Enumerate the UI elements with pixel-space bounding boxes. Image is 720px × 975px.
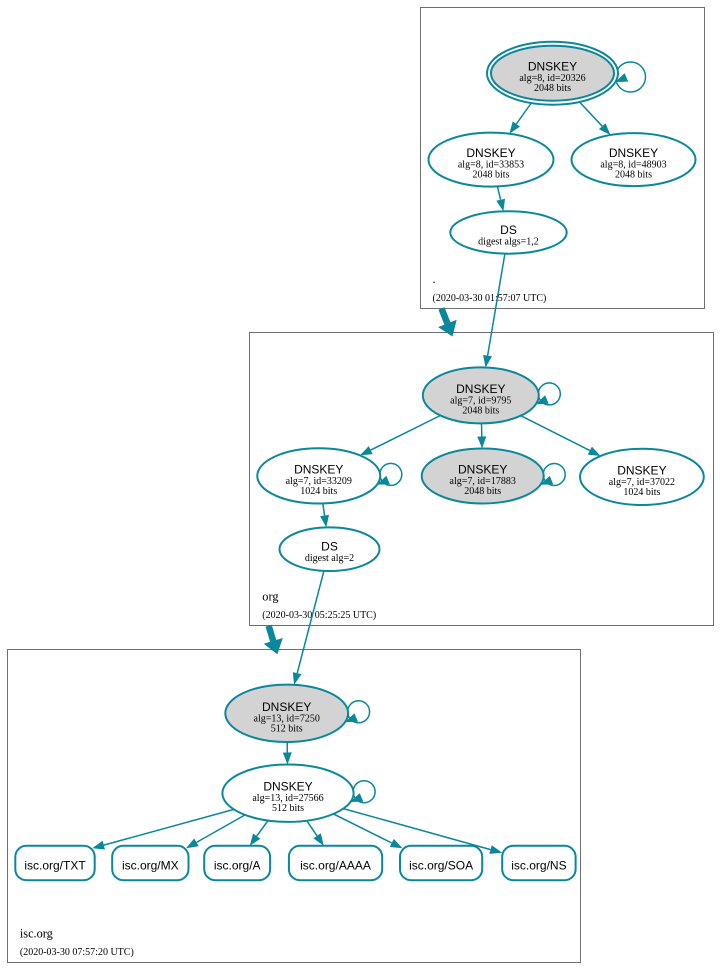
svg-text:digest alg=2: digest alg=2 (305, 553, 354, 564)
svg-text:(2020-03-30 07:57:20 UTC): (2020-03-30 07:57:20 UTC) (20, 947, 134, 958)
svg-text:1024 bits: 1024 bits (623, 487, 660, 498)
svg-text:isc.org/SOA: isc.org/SOA (409, 859, 473, 873)
svg-text:512 bits: 512 bits (272, 803, 304, 814)
svg-text:2048 bits: 2048 bits (615, 170, 652, 181)
svg-text:DNSKEY: DNSKEY (528, 60, 577, 74)
svg-text:DNSKEY: DNSKEY (609, 146, 658, 160)
svg-text:DNSKEY: DNSKEY (466, 146, 515, 160)
svg-text:2048 bits: 2048 bits (534, 83, 571, 94)
svg-text:2048 bits: 2048 bits (473, 170, 510, 181)
svg-text:isc.org/TXT: isc.org/TXT (24, 859, 86, 873)
svg-text:DNSKEY: DNSKEY (456, 382, 505, 396)
svg-text:DS: DS (321, 540, 338, 554)
svg-text:digest algs=1,2: digest algs=1,2 (478, 237, 539, 248)
svg-text:isc.org/MX: isc.org/MX (122, 859, 179, 873)
svg-text:(2020-03-30 05:25:25 UTC): (2020-03-30 05:25:25 UTC) (262, 610, 376, 621)
svg-text:isc.org/A: isc.org/A (214, 859, 261, 873)
svg-text:isc.org/NS: isc.org/NS (511, 859, 566, 873)
svg-text:512 bits: 512 bits (271, 723, 303, 734)
svg-text:DNSKEY: DNSKEY (294, 462, 343, 476)
svg-text:org: org (262, 590, 278, 604)
svg-text:2048 bits: 2048 bits (462, 405, 499, 416)
svg-text:DNSKEY: DNSKEY (263, 780, 312, 794)
svg-text:1024 bits: 1024 bits (300, 486, 337, 497)
svg-text:DNSKEY: DNSKEY (262, 700, 311, 714)
svg-text:DNSKEY: DNSKEY (458, 463, 507, 477)
svg-text:(2020-03-30 01:57:07 UTC): (2020-03-30 01:57:07 UTC) (433, 293, 547, 304)
svg-text:DS: DS (500, 223, 517, 237)
svg-text:isc.org: isc.org (20, 926, 53, 940)
svg-text:.: . (433, 272, 436, 286)
svg-text:isc.org/AAAA: isc.org/AAAA (300, 859, 371, 873)
svg-text:2048 bits: 2048 bits (464, 486, 501, 497)
svg-text:DNSKEY: DNSKEY (617, 463, 666, 477)
